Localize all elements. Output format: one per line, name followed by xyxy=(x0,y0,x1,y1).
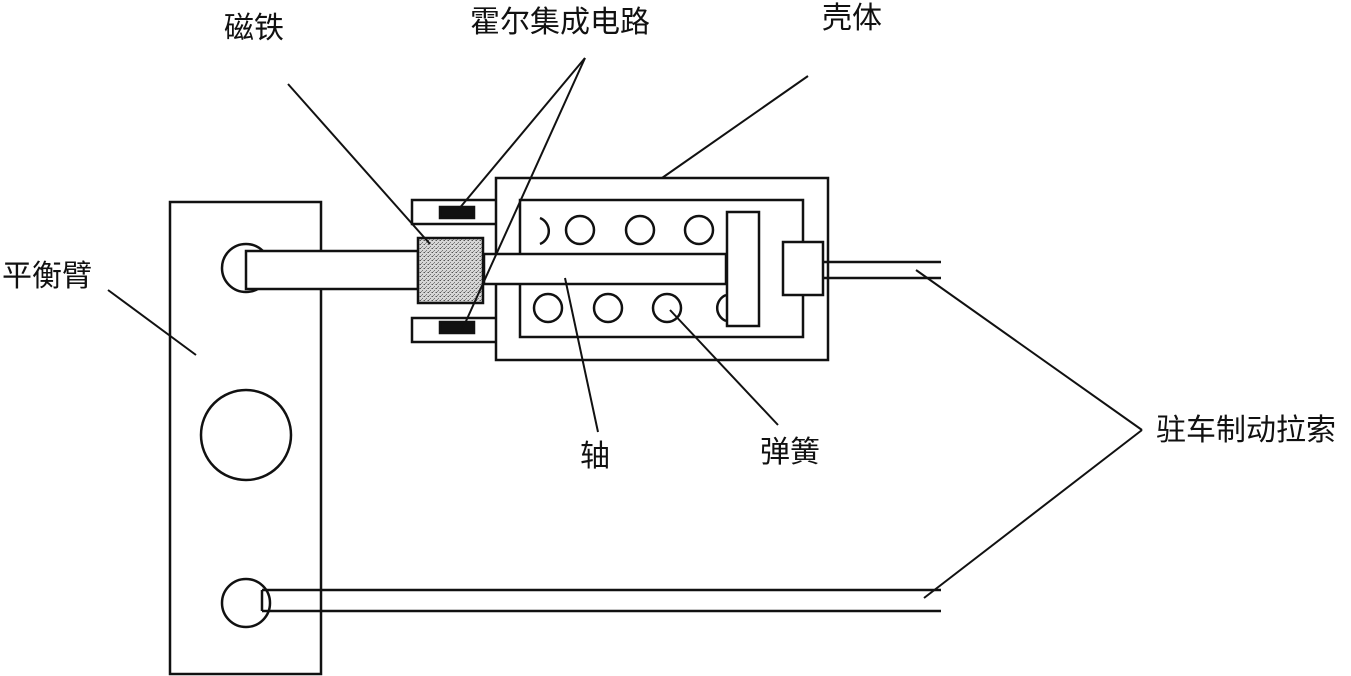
leader-housing xyxy=(661,75,809,179)
leader-hall-lower xyxy=(461,57,586,331)
label-spring: 弹簧 xyxy=(760,435,820,470)
shaft-inner-rod xyxy=(482,252,728,286)
spring-coils xyxy=(532,214,727,324)
cable-connector xyxy=(781,240,825,297)
label-shaft: 轴 xyxy=(580,439,610,474)
label-housing: 壳体 xyxy=(822,1,882,36)
leader-spring xyxy=(669,309,779,426)
leader-lines xyxy=(107,57,1143,599)
leader-cable-lower xyxy=(923,429,1143,599)
piston-plate xyxy=(725,210,761,328)
balance-arm-lower-pin xyxy=(220,577,272,629)
leader-balance-arm xyxy=(107,289,197,356)
balance-arm-center-hole xyxy=(199,388,293,482)
shaft-left-rod xyxy=(244,249,420,291)
leader-hall-upper xyxy=(457,57,586,211)
leader-cable-upper xyxy=(915,269,1143,431)
hall-ic-chip-upper xyxy=(438,205,476,220)
label-magnet: 磁铁 xyxy=(224,11,284,46)
leader-magnet xyxy=(287,83,431,245)
hall-ic-chip-lower xyxy=(438,320,476,335)
label-parking-brake-cable: 驻车制动拉索 xyxy=(1156,413,1336,448)
label-balance-arm: 平衡臂 xyxy=(2,259,92,294)
magnet xyxy=(416,236,485,305)
label-hall-ic: 霍尔集成电路 xyxy=(470,5,650,40)
leader-shaft xyxy=(564,277,599,433)
